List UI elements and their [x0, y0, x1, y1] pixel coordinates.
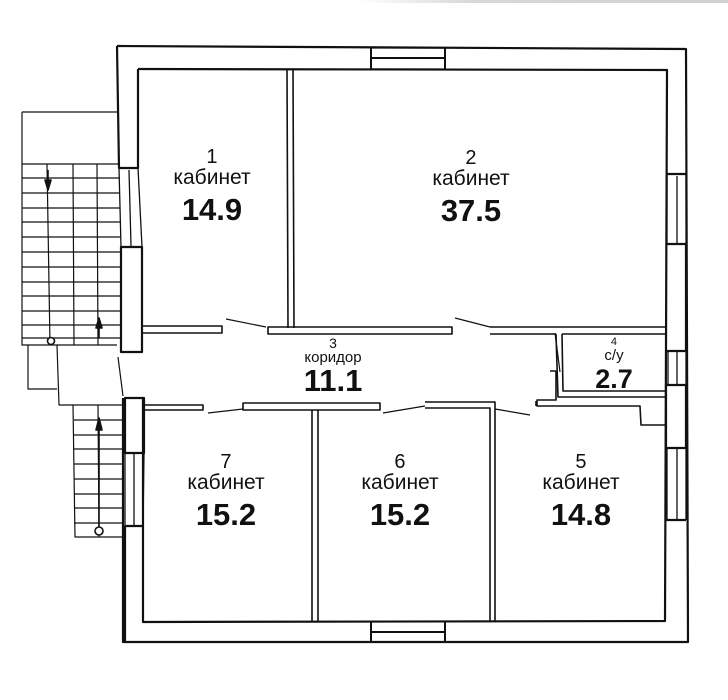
door-swings: [117, 317, 561, 416]
room-number: 6: [394, 451, 406, 473]
room-area: 37.5: [440, 193, 502, 228]
top-edge-shadow: [360, 0, 728, 3]
room-label-3: 3 коридор 11.1: [304, 336, 363, 396]
room-area: 2.7: [595, 364, 633, 394]
room-name: кабинет: [187, 471, 265, 494]
room-label-6: 6 кабинет 15.2: [361, 452, 438, 532]
interior-walls: [143, 68, 665, 622]
room-number: 7: [220, 451, 232, 473]
room-area: 14.8: [550, 497, 612, 532]
room-name: кабинет: [173, 166, 251, 189]
room-name: кабинет: [432, 167, 510, 190]
room-label-5: 5 кабинет 14.8: [542, 452, 619, 532]
room-label-2: 2 кабинет 37.5: [432, 148, 509, 228]
room-area: 11.1: [303, 363, 363, 398]
stair-landing: [27, 344, 123, 406]
room-name: кабинет: [361, 471, 439, 494]
exterior-walls: [115, 44, 690, 644]
room-label-1: 1 кабинет 14.9: [173, 147, 250, 227]
room-number: 3: [329, 335, 337, 351]
room-number: 5: [575, 451, 587, 473]
room-name: коридор: [304, 349, 362, 366]
room-number: 4: [610, 336, 618, 348]
room-name: кабинет: [542, 471, 620, 494]
room-label-4: 4 с/у 2.7: [595, 336, 633, 394]
stair-arrows: [44, 170, 104, 536]
room-name: с/у: [604, 347, 624, 364]
room-label-7: 7 кабинет 15.2: [187, 452, 264, 532]
room-area: 15.2: [369, 497, 431, 532]
windows: [118, 47, 688, 642]
staircase-upper: [21, 111, 121, 346]
room-area: 15.2: [195, 497, 257, 532]
room-number: 1: [206, 146, 218, 168]
room-area: 14.9: [181, 192, 243, 227]
room-number: 2: [465, 147, 477, 169]
